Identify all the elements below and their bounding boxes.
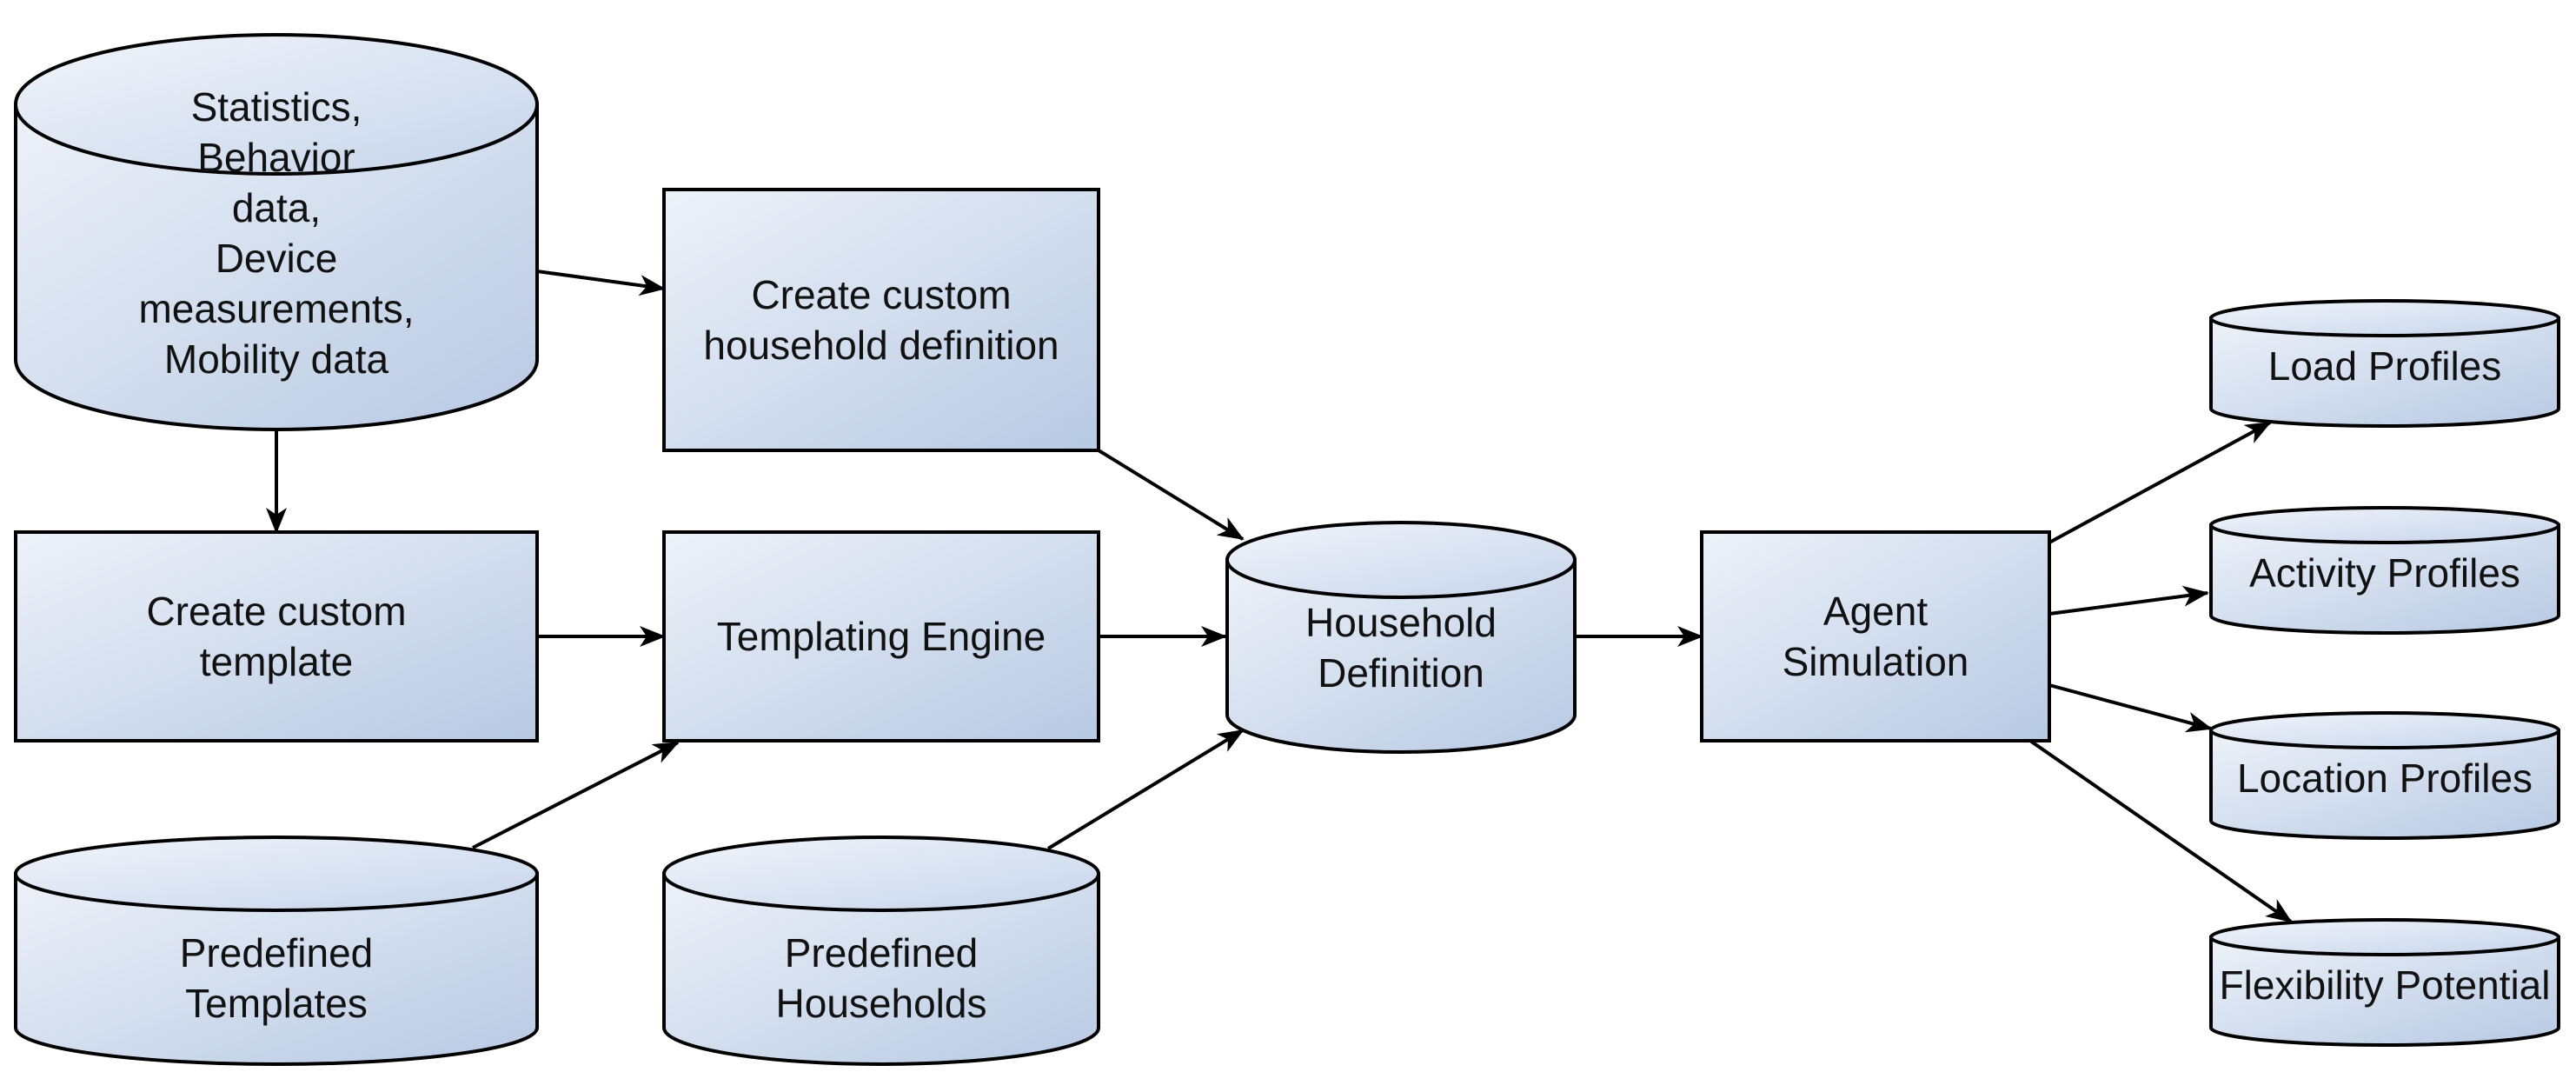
edge-agent-simulation-to-activity-profiles	[2048, 585, 2209, 616]
create-custom-household-label: Create custom household definition	[703, 272, 1059, 368]
predefined-households-cylinder	[662, 836, 1100, 1066]
predefined-templates-cylinder	[14, 836, 539, 1066]
edge-agent-simulation-to-location-profiles	[2048, 683, 2213, 733]
load-profiles-label: Load Profiles	[2267, 343, 2502, 389]
data-sources-label: Statistics, Behavior data, Device measur…	[138, 84, 415, 382]
data-sources-cylinder	[14, 33, 539, 431]
load-profiles-cylinder	[2209, 299, 2560, 428]
edge-create-household-to-household-definition	[1097, 449, 1245, 541]
household-definition-label: Household Definition	[1305, 600, 1497, 696]
activity-profiles-cylinder	[2209, 506, 2560, 635]
edge-data-sources-to-create-household	[536, 270, 666, 296]
location-profiles-cylinder	[2209, 711, 2560, 840]
flexibility-potential-label: Flexibility Potential	[2219, 962, 2551, 1008]
activity-profiles-label: Activity Profiles	[2249, 550, 2520, 596]
predefined-households-label: Predefined Households	[775, 930, 987, 1026]
flexibility-potential-cylinder	[2209, 918, 2560, 1047]
edge-predefined-templates-to-templating-engine	[472, 741, 680, 849]
edge-agent-simulation-to-flexibility-potential	[2028, 739, 2293, 923]
agent-simulation-label: Agent Simulation	[1782, 589, 1969, 684]
create-custom-template-label: Create custom template	[146, 589, 407, 684]
predefined-templates-label: Predefined Templates	[179, 930, 374, 1026]
location-profiles-label: Location Profiles	[2236, 756, 2533, 801]
household-definition-cylinder	[1225, 521, 1577, 754]
create-custom-household-box	[662, 188, 1100, 452]
templating-engine-label: Templating Engine	[716, 614, 1046, 659]
edge-predefined-households-to-household-definition	[1046, 729, 1245, 850]
edge-agent-simulation-to-load-profiles	[2048, 421, 2272, 544]
